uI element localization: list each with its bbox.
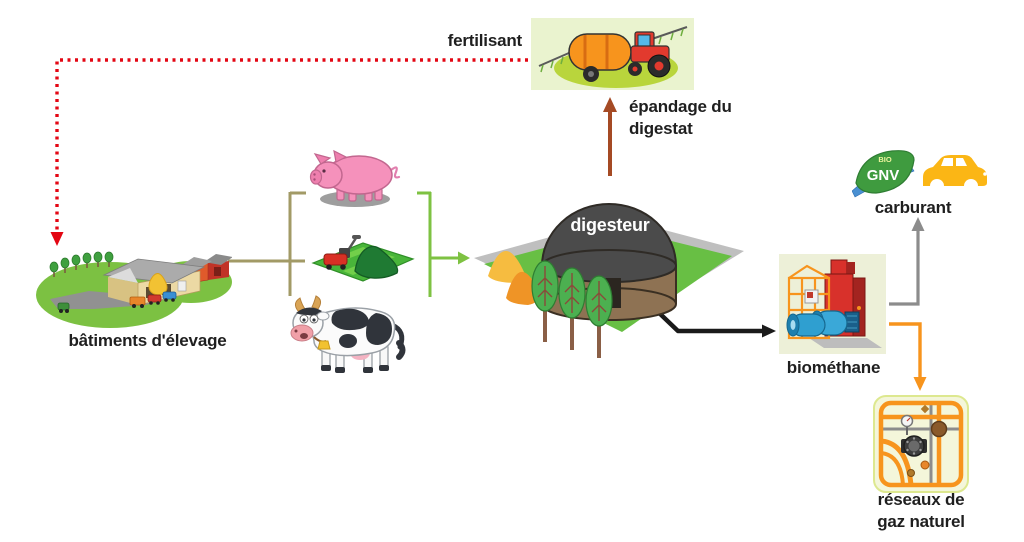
scaffold-icon	[787, 264, 831, 340]
cow-bell-icon	[317, 340, 331, 350]
reseaux-gaz-label: réseaux de gaz naturel	[862, 489, 980, 533]
gas-network-icon	[873, 395, 969, 493]
bio-gnv-logo: BIO GNV	[852, 147, 918, 199]
compost-pile-icon	[354, 245, 399, 279]
arrow-digesteur-to-biomethane	[653, 307, 776, 338]
bio-gnv-main-text: GNV	[867, 167, 900, 184]
car-icon	[920, 150, 990, 198]
arrow-biomethane-to-carburant	[889, 217, 925, 306]
farm-vehicles-icon	[57, 291, 177, 313]
pig-icon	[309, 146, 401, 208]
blue-tanks-icon	[786, 310, 860, 337]
carburant-label: carburant	[874, 198, 952, 217]
gas-pipes-icon	[878, 400, 964, 488]
farm-buildings-illustration	[34, 237, 232, 332]
sphere-valve-icon	[930, 420, 948, 438]
arrow-biomethane-to-reseaux	[889, 322, 927, 391]
epandage-line1: épandage du	[629, 97, 732, 116]
pump-valve-icon	[901, 435, 927, 457]
reseaux-line2: gaz naturel	[877, 512, 965, 531]
bio-gnv-top-text: BIO	[878, 155, 892, 164]
lawn-mower-icon	[323, 235, 361, 270]
reseaux-line1: réseaux de	[877, 490, 965, 509]
tractor-icon	[628, 31, 671, 78]
leaf-icon	[855, 150, 915, 194]
epandage-digestat-label: épandage du digestat	[629, 96, 759, 140]
batiments-elevage-label: bâtiments d'élevage	[68, 331, 227, 350]
digester-illustration	[472, 186, 750, 360]
digesteur-label: digesteur	[570, 215, 650, 235]
haystack-icon	[148, 273, 168, 296]
gauge-icon	[900, 414, 914, 435]
arrow-fertilisant-to-batiments	[50, 58, 528, 246]
biomethane-unit-illustration	[779, 254, 886, 354]
arrow-digesteur-to-epandage	[603, 97, 617, 176]
epandage-line2: digestat	[629, 119, 693, 138]
cow-icon	[284, 285, 410, 381]
fertilisant-label: fertilisant	[447, 31, 523, 50]
biomethane-label: biométhane	[786, 358, 881, 377]
digester-trees-icon	[531, 260, 613, 358]
green-waste-mower-icon	[311, 225, 415, 283]
connector-batiments-to-inputs	[228, 191, 306, 296]
arrow-inputs-to-digesteur	[417, 191, 470, 297]
fertiliser-spreader-illustration	[531, 18, 694, 90]
